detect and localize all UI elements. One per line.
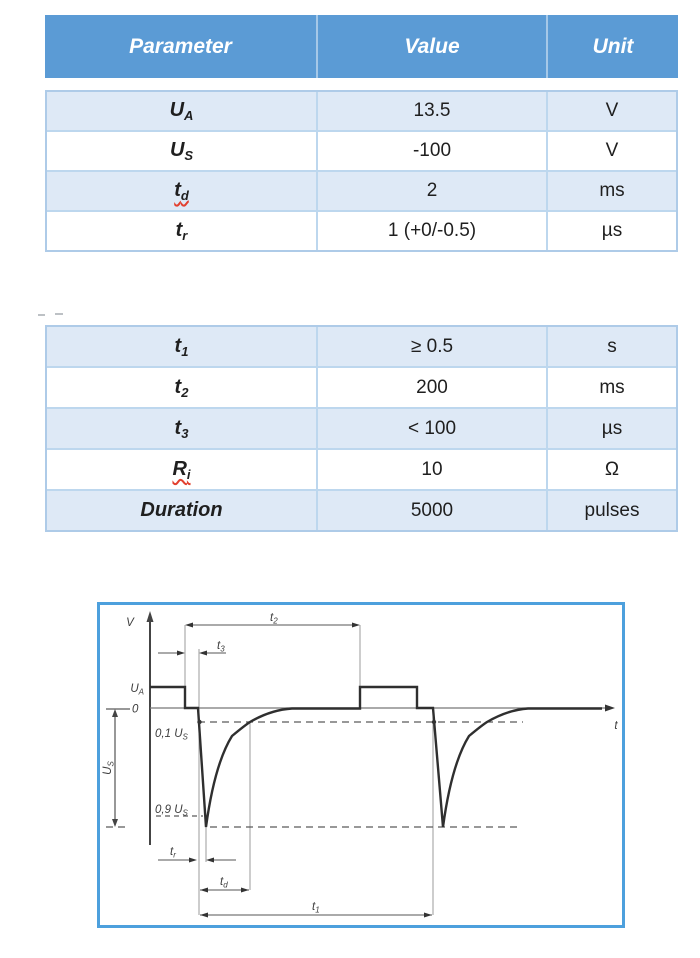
v-axis-arrow <box>146 611 154 622</box>
zero-level-label: 0 <box>132 704 139 716</box>
unit-cell: ms <box>599 180 625 201</box>
table1-body: UA 13.5 V US -100 V td 2 ms tr 1 (+0/-0.… <box>45 90 678 252</box>
param-label: t2 <box>174 375 189 400</box>
param-label: t1 <box>174 334 189 359</box>
t-axis-label: t <box>614 720 618 732</box>
param-label: US <box>169 139 194 163</box>
table-row: US -100 V <box>47 132 676 172</box>
us-bracket-arrow-up <box>112 709 118 717</box>
value-cell: 10 <box>318 450 548 489</box>
table-row: Duration 5000 pulses <box>47 491 676 530</box>
t-axis-arrow <box>605 704 615 712</box>
t1-dimension-label: t1 <box>312 901 320 915</box>
param-cell: Ri <box>47 450 318 489</box>
us-bracket-arrow-down <box>112 819 118 827</box>
pulse-waveform-figure: V t UA 0 0,1 US US 0,9 US t2 t3 tr td t1 <box>97 602 625 928</box>
param-cell: t2 <box>47 368 318 407</box>
value-cell: < 100 <box>318 409 548 448</box>
table-row: td 2 ms <box>47 172 676 212</box>
t3-dimension-label: t3 <box>217 640 225 654</box>
level-01us-label: 0,1 US <box>155 728 189 742</box>
param-label: tr <box>175 219 188 243</box>
header-value: Value <box>318 15 548 78</box>
unit-cell: µs <box>601 220 623 241</box>
param-label-misspelled: td <box>174 179 189 203</box>
unit-cell: V <box>605 140 619 161</box>
tr-dimension-label: tr <box>170 846 176 860</box>
crossing-dot <box>431 719 437 725</box>
param-cell: tr <box>47 212 318 250</box>
param-label: UA <box>169 99 194 123</box>
table-row: t3 < 100 µs <box>47 409 676 450</box>
param-cell: t1 <box>47 327 318 366</box>
waveform-curve <box>150 685 602 828</box>
table-row: t1 ≥ 0.5 s <box>47 327 676 368</box>
param-cell: UA <box>47 92 318 130</box>
value-cell: 13.5 <box>318 92 548 130</box>
table-row: tr 1 (+0/-0.5) µs <box>47 212 676 250</box>
unit-cell: µs <box>601 417 623 439</box>
unit-cell: Ω <box>604 458 620 480</box>
value-cell: -100 <box>318 132 548 170</box>
param-label: Duration <box>140 498 223 521</box>
guide-lines <box>184 625 434 915</box>
header-parameter: Parameter <box>45 15 318 78</box>
crossing-dot <box>197 719 202 725</box>
value-cell: ≥ 0.5 <box>318 327 548 366</box>
value-cell: 5000 <box>318 491 548 530</box>
unit-cell: V <box>605 100 619 121</box>
us-level-label: US <box>102 761 116 775</box>
level-09us-label: 0,9 US <box>155 804 189 818</box>
value-cell: 2 <box>318 172 548 210</box>
stray-mark <box>38 314 45 316</box>
param-label-misspelled: Ri <box>172 457 191 482</box>
param-cell: td <box>47 172 318 210</box>
value-cell: 200 <box>318 368 548 407</box>
dimension-lines <box>158 624 432 916</box>
param-cell: US <box>47 132 318 170</box>
ua-level-label: UA <box>130 683 144 697</box>
param-cell: t3 <box>47 409 318 448</box>
table1-header: Parameter Value Unit <box>45 15 678 78</box>
param-cell: Duration <box>47 491 318 530</box>
td-dimension-label: td <box>220 876 228 890</box>
v-axis-label: V <box>126 617 135 629</box>
table-row: t2 200 ms <box>47 368 676 409</box>
dimension-arrowheads <box>177 622 432 918</box>
unit-cell: ms <box>599 376 625 398</box>
unit-cell: pulses <box>584 499 640 521</box>
table-row: UA 13.5 V <box>47 92 676 132</box>
param-label: t3 <box>174 416 189 441</box>
header-unit: Unit <box>592 34 634 58</box>
table2-body: t1 ≥ 0.5 s t2 200 ms t3 < 100 µs Ri 10 Ω… <box>45 325 678 532</box>
pulse-waveform-svg: V t UA 0 0,1 US US 0,9 US t2 t3 tr td t1 <box>102 611 618 918</box>
stray-mark <box>55 313 63 315</box>
table-row: Ri 10 Ω <box>47 450 676 491</box>
value-cell: 1 (+0/-0.5) <box>318 212 548 250</box>
unit-cell: s <box>607 335 617 357</box>
t2-dimension-label: t2 <box>270 612 278 626</box>
